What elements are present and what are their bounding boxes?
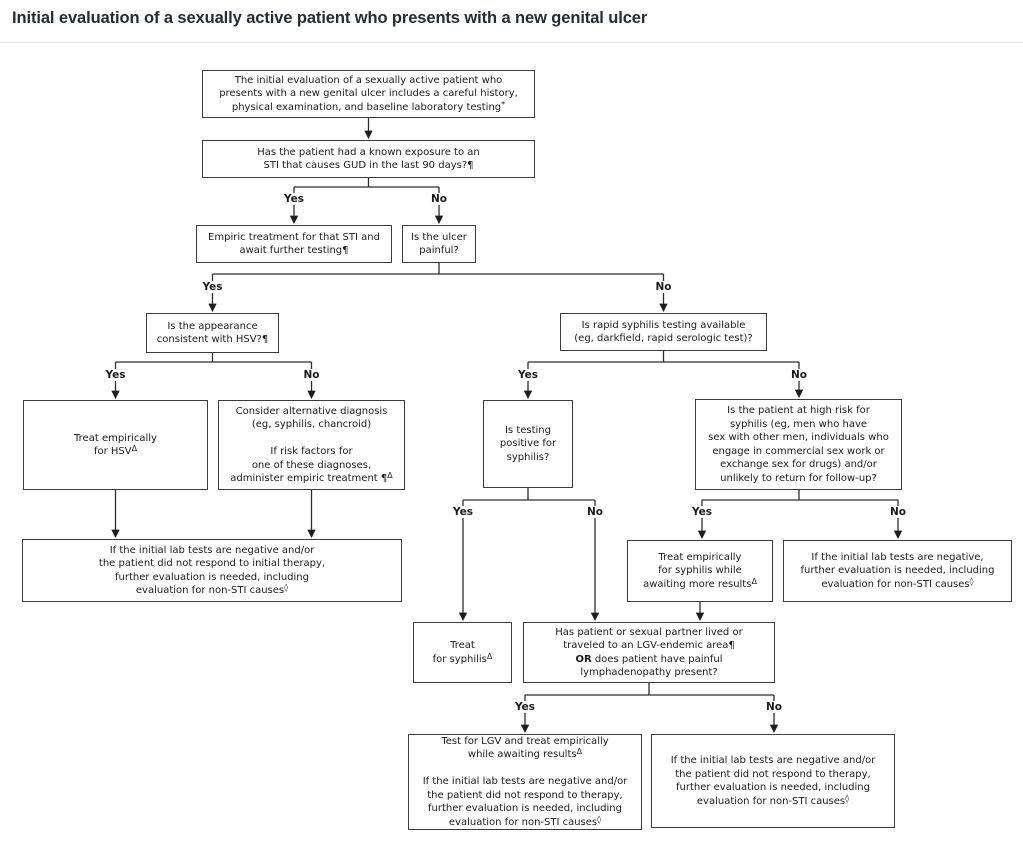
branch-label-no: No [427, 193, 451, 205]
branch-label-yes: Yes [199, 281, 226, 293]
branch-label-yes: Yes [449, 506, 477, 518]
branch-label-yes: Yes [688, 506, 716, 518]
node-consider-alternative: Consider alternative diagnosis(eg, syphi… [218, 400, 405, 490]
branch-label-no: No [886, 506, 910, 518]
branch-label-yes: Yes [511, 701, 539, 713]
branch-label-no: No [762, 701, 786, 713]
branch-label-yes: Yes [280, 193, 308, 205]
node-further-evaluation-left: If the initial lab tests are negative an… [22, 539, 402, 602]
branch-label-no: No [787, 369, 811, 381]
branch-label-no: No [652, 281, 675, 293]
branch-label-yes: Yes [514, 369, 542, 381]
page-title: Initial evaluation of a sexually active … [12, 9, 648, 27]
node-known-exposure: Has the patient had a known exposure to … [202, 140, 535, 178]
branch-label-no: No [583, 506, 607, 518]
node-further-evaluation-right: If the initial lab tests are negative,fu… [783, 540, 1012, 602]
node-rapid-syphilis-testing: Is rapid syphilis testing available(eg, … [560, 313, 767, 351]
branch-label-no: No [300, 369, 323, 381]
node-initial-evaluation: The initial evaluation of a sexually act… [202, 70, 535, 118]
branch-label-yes: Yes [102, 369, 129, 381]
node-further-evaluation-bottom: If the initial lab tests are negative an… [651, 734, 895, 828]
connector-elbows [115, 178, 898, 696]
header-divider [0, 42, 1023, 43]
